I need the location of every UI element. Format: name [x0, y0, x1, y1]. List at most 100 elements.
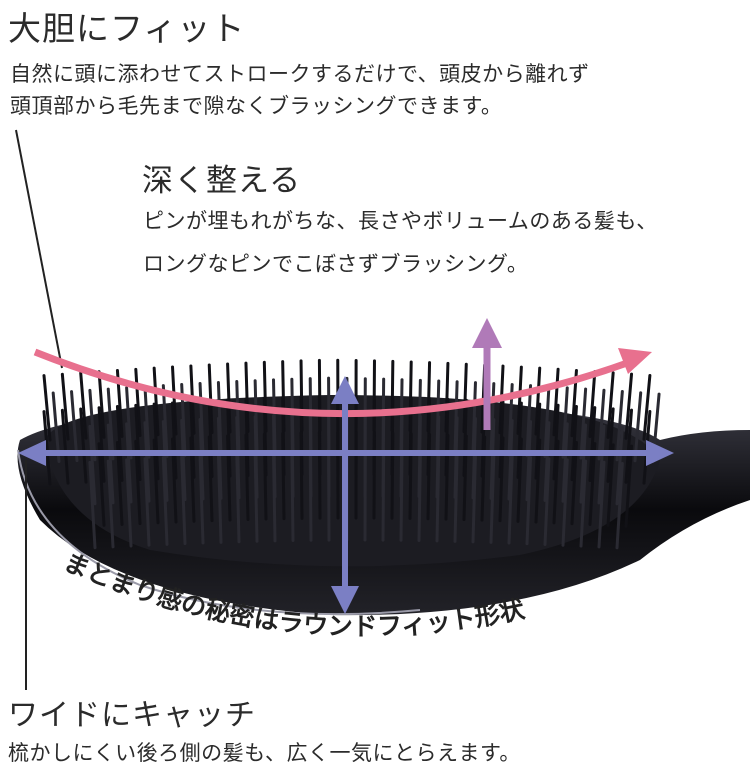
- pink-arrowhead: [618, 348, 652, 374]
- bristle: [79, 407, 88, 484]
- bristle: [525, 456, 533, 546]
- bristle: [471, 453, 477, 544]
- bristle: [426, 433, 432, 521]
- brush-cushion: [45, 395, 660, 567]
- bristle: [180, 418, 187, 502]
- bristle: [624, 372, 634, 440]
- bristle: [606, 371, 615, 439]
- bristle: [299, 431, 304, 520]
- pink-curve-arrow: [33, 348, 632, 418]
- wide-line-1: 梳かしにくい後ろ側の髪も、広く一気にとらえます。: [8, 741, 521, 765]
- bristle: [381, 449, 386, 542]
- bristle: [543, 421, 551, 502]
- bristle: [435, 451, 441, 543]
- bristle: [125, 458, 133, 548]
- bristle: [180, 454, 187, 546]
- bold-fit-line-2: 頭頂部から毛先まで隙なくブラッシングできます。: [10, 94, 503, 118]
- purple-arrowhead: [472, 318, 502, 348]
- bristle: [561, 422, 569, 503]
- bristle: [633, 391, 643, 463]
- bristle: [543, 457, 551, 546]
- bristle: [408, 432, 413, 520]
- bristle: [597, 388, 606, 461]
- bristle: [97, 370, 106, 439]
- bristle: [570, 404, 578, 482]
- bristle: [308, 449, 313, 542]
- bristle: [507, 455, 514, 545]
- bristle: [88, 424, 97, 506]
- bristle: [543, 385, 551, 458]
- deep-title: 深く整える: [142, 163, 302, 199]
- bristle: [642, 373, 652, 441]
- bristle: [106, 387, 115, 461]
- deep-line-1: ピンが埋もれがちな、長さやボリュームのある髪も、: [143, 209, 658, 233]
- bristle: [417, 450, 422, 543]
- bristle: [152, 402, 160, 481]
- bristle: [161, 456, 169, 546]
- bristle: [235, 452, 241, 544]
- bristle: [579, 423, 588, 504]
- bristle: [561, 386, 569, 459]
- bristle: [399, 450, 404, 542]
- bristle: [125, 422, 133, 504]
- bristle: [579, 459, 588, 548]
- bristle: [624, 444, 634, 528]
- bristle: [525, 384, 533, 458]
- bristle: [262, 432, 268, 521]
- bristle: [88, 460, 97, 550]
- bristle: [597, 424, 606, 505]
- bristle: [317, 430, 322, 520]
- bristle: [79, 371, 88, 440]
- bristle: [588, 370, 597, 438]
- bristle: [615, 426, 624, 506]
- bristle: [552, 367, 560, 437]
- bristle: [516, 365, 523, 435]
- blue-arrowhead-left: [18, 440, 46, 466]
- bristle: [60, 408, 70, 485]
- bristle: [115, 441, 124, 526]
- bristle: [134, 403, 142, 482]
- bristle: [615, 390, 624, 462]
- bristle: [525, 420, 533, 502]
- bristle: [390, 431, 395, 520]
- bristle: [134, 367, 142, 438]
- bristle: [161, 420, 169, 502]
- bristle: [489, 382, 496, 456]
- bristle: [143, 457, 151, 547]
- blue-arrowhead-right: [646, 440, 674, 466]
- bristle: [606, 407, 615, 483]
- bristle: [444, 433, 450, 521]
- bristle: [552, 403, 560, 481]
- wide-title: ワイドにキャッチ: [8, 698, 256, 733]
- bristle: [152, 366, 160, 437]
- bristles: [42, 358, 661, 550]
- bristle: [253, 451, 259, 543]
- bristle: [606, 443, 615, 527]
- bristle: [106, 459, 115, 549]
- bristle: [489, 454, 496, 544]
- bristle: [42, 410, 52, 486]
- bristle: [597, 460, 606, 549]
- bristle: [97, 406, 106, 483]
- bristle: [534, 366, 542, 436]
- bristle: [42, 374, 52, 442]
- bristle: [534, 402, 542, 480]
- bristle: [561, 458, 569, 547]
- bristle: [171, 365, 178, 436]
- bristle: [588, 406, 597, 482]
- bristle: [88, 388, 97, 462]
- bristle: [290, 449, 295, 543]
- blue-arrowhead-up: [331, 376, 359, 404]
- leader-line-bold-fit: [15, 129, 63, 369]
- bristle: [615, 462, 624, 550]
- brush-rim-highlight: [17, 449, 421, 616]
- bristle: [624, 408, 634, 484]
- bristle: [272, 450, 277, 543]
- bold-fit-title: 大胆にフィット: [8, 9, 246, 48]
- bold-fit-line-1: 自然に頭に添わせてストロークするだけで、頭皮から離れず: [10, 62, 590, 86]
- bristle: [97, 442, 106, 527]
- bristle: [161, 384, 169, 458]
- bristle: [115, 405, 124, 482]
- bristle: [516, 401, 523, 479]
